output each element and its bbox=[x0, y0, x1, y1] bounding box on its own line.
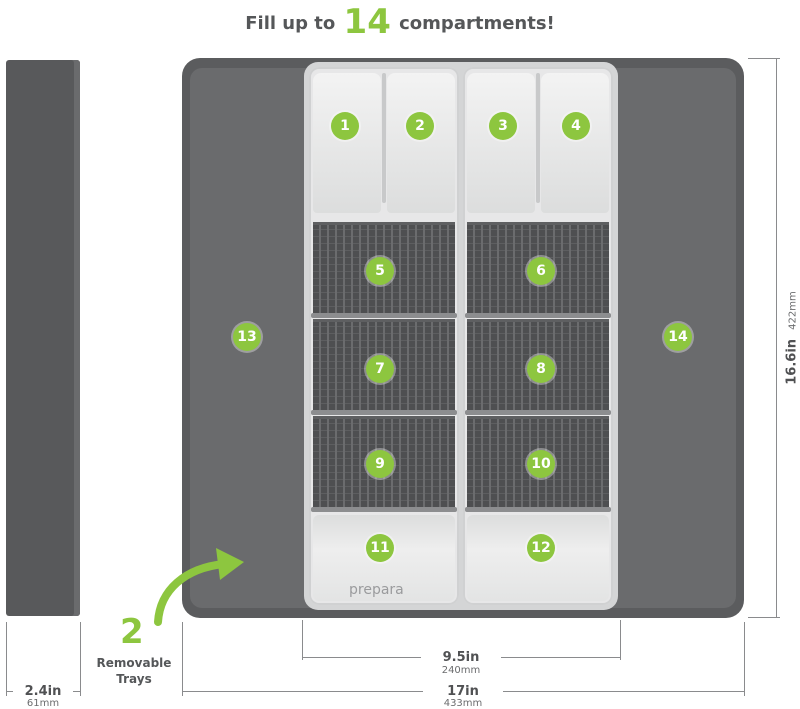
compartment-badge: 6 bbox=[527, 257, 555, 285]
total-width-main: 17in bbox=[423, 684, 503, 699]
callout-number: 2 bbox=[120, 612, 144, 652]
slot-divider bbox=[382, 73, 386, 203]
height-label: 16.6in 422mm bbox=[781, 291, 800, 384]
height-sub: 422mm bbox=[787, 291, 799, 330]
compartment-badge: 4 bbox=[562, 112, 590, 140]
compartment-badge: 9 bbox=[366, 450, 394, 478]
tray-rail bbox=[311, 313, 457, 318]
headline-suffix: compartments! bbox=[399, 13, 555, 34]
tray-rail bbox=[465, 507, 611, 512]
brand-logo: prepara bbox=[349, 582, 404, 598]
total-width-sub: 433mm bbox=[443, 698, 483, 709]
callout-line-2: Trays bbox=[116, 672, 152, 686]
inner-expandable-frame: prepara bbox=[304, 62, 618, 610]
tray-rail bbox=[465, 313, 611, 318]
headline-prefix: Fill up to bbox=[245, 13, 336, 34]
depth-tick-left bbox=[6, 622, 7, 696]
utensil-slot-4 bbox=[541, 73, 609, 213]
compartment-badge: 7 bbox=[366, 355, 394, 383]
height-main: 16.6in bbox=[784, 338, 800, 385]
utensil-slot-3 bbox=[467, 73, 535, 213]
inner-width-tick-right bbox=[620, 620, 621, 660]
height-dimension-line bbox=[776, 58, 777, 618]
tray-rail bbox=[465, 410, 611, 415]
compartment-badge: 11 bbox=[366, 534, 394, 562]
compartment-badge: 14 bbox=[664, 323, 692, 351]
utensil-slot-1 bbox=[313, 73, 381, 213]
compartment-badge: 3 bbox=[489, 112, 517, 140]
compartment-badge: 10 bbox=[527, 450, 555, 478]
inner-width-main: 9.5in bbox=[421, 650, 501, 665]
headline: Fill up to 14 compartments! bbox=[0, 4, 800, 42]
callout-line-1: Removable bbox=[96, 656, 172, 670]
compartment-badge: 5 bbox=[366, 257, 394, 285]
height-tick-bottom bbox=[748, 617, 780, 618]
headline-number: 14 bbox=[343, 2, 391, 42]
grid-tray-5 bbox=[313, 222, 455, 313]
callout-label: Removable Trays bbox=[86, 655, 182, 687]
compartment-badge: 1 bbox=[331, 112, 359, 140]
inner-width-tick-left bbox=[302, 620, 303, 660]
total-width-tick-right bbox=[744, 622, 745, 696]
curved-arrow-icon bbox=[154, 548, 244, 626]
tray-rail bbox=[311, 507, 457, 512]
compartment-badge: 13 bbox=[233, 323, 261, 351]
side-profile-view bbox=[6, 60, 80, 616]
right-insert bbox=[463, 67, 613, 605]
compartment-badge: 2 bbox=[406, 112, 434, 140]
inner-width-sub: 240mm bbox=[441, 665, 481, 676]
slot-divider bbox=[536, 73, 540, 203]
utensil-slot-2 bbox=[387, 73, 455, 213]
height-tick-top bbox=[748, 58, 780, 59]
tray-rail bbox=[311, 410, 457, 415]
depth-sub: 61mm bbox=[26, 698, 60, 709]
depth-tick-right bbox=[80, 622, 81, 696]
depth-main: 2.4in bbox=[13, 684, 73, 699]
total-width-tick-left bbox=[182, 622, 183, 696]
compartment-badge: 8 bbox=[527, 355, 555, 383]
compartment-badge: 12 bbox=[527, 534, 555, 562]
left-insert: prepara bbox=[309, 67, 459, 605]
